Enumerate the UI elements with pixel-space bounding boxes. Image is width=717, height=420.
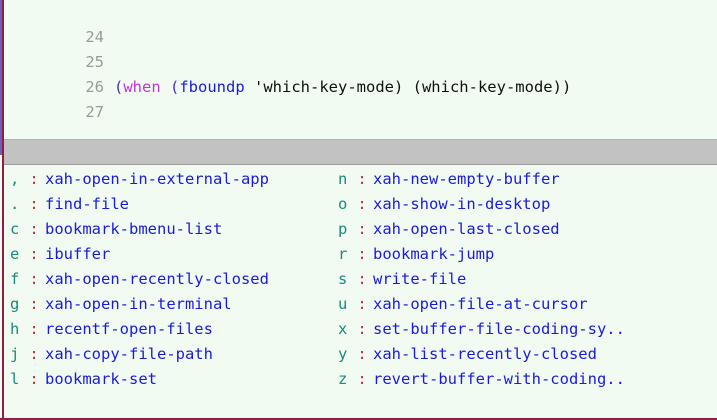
which-key-separator: :	[29, 345, 39, 363]
which-key-key: c	[10, 220, 20, 238]
which-key-binding[interactable]: l : bookmark-set	[10, 367, 360, 392]
code-line[interactable]: 27	[14, 75, 717, 121]
which-key-key: o	[338, 195, 348, 213]
which-key-key: z	[338, 370, 348, 388]
which-key-separator: :	[29, 220, 39, 238]
which-key-command[interactable]: write-file	[373, 270, 467, 288]
which-key-command[interactable]: xah-open-in-terminal	[45, 295, 232, 313]
line-number: 24	[85, 28, 104, 46]
which-key-binding[interactable]: g : xah-open-in-terminal	[10, 292, 360, 317]
code-buffer[interactable]: 24 25 26(when (fboundp 'which-key-mode) …	[14, 0, 717, 135]
which-key-key: f	[10, 270, 20, 288]
window-bottom-border	[0, 418, 717, 420]
which-key-key: g	[10, 295, 20, 313]
which-key-separator: :	[29, 320, 39, 338]
which-key-key: y	[338, 345, 348, 363]
which-key-right-column: n : xah-new-empty-buffer o : xah-show-in…	[338, 167, 688, 392]
which-key-binding[interactable]: f : xah-open-recently-closed	[10, 267, 360, 292]
which-key-command[interactable]: xah-list-recently-closed	[373, 345, 597, 363]
which-key-command[interactable]: bookmark-set	[45, 370, 157, 388]
code-token-keyword: when	[123, 78, 161, 96]
echo-area[interactable]: SPC c- [C-h paging/help]	[4, 395, 717, 420]
code-line[interactable]: 26(when (fboundp 'which-key-mode) (which…	[14, 50, 717, 96]
which-key-key: s	[338, 270, 348, 288]
which-key-key: p	[338, 220, 348, 238]
which-key-command[interactable]: xah-open-last-closed	[373, 220, 560, 238]
which-key-binding[interactable]: n : xah-new-empty-buffer	[338, 167, 688, 192]
which-key-separator: :	[29, 245, 39, 263]
which-key-separator: :	[357, 370, 367, 388]
code-line[interactable]: 25	[14, 25, 717, 71]
which-key-key: .	[10, 195, 20, 213]
which-key-command[interactable]: ibuffer	[45, 245, 111, 263]
line-number: 25	[85, 53, 104, 71]
which-key-separator: :	[29, 270, 39, 288]
which-key-binding[interactable]: z : revert-buffer-with-coding..	[338, 367, 688, 392]
window-left-accent-marker	[0, 0, 2, 155]
code-token-paren: (	[114, 78, 124, 96]
which-key-command[interactable]: bookmark-bmenu-list	[45, 220, 223, 238]
which-key-separator: :	[357, 345, 367, 363]
which-key-separator: :	[29, 195, 39, 213]
which-key-command[interactable]: xah-open-in-external-app	[45, 170, 269, 188]
which-key-key: h	[10, 320, 20, 338]
code-token-plain: 'which-key-mode) (which-key-mode))	[244, 78, 572, 96]
which-key-binding[interactable]: c : bookmark-bmenu-list	[10, 217, 360, 242]
which-key-command[interactable]: find-file	[45, 195, 129, 213]
which-key-command[interactable]: xah-new-empty-buffer	[373, 170, 560, 188]
code-line[interactable]: 24	[14, 0, 717, 46]
which-key-key: l	[10, 370, 20, 388]
window-left-border	[2, 0, 4, 420]
which-key-command[interactable]: xah-copy-file-path	[45, 345, 213, 363]
which-key-binding[interactable]: p : xah-open-last-closed	[338, 217, 688, 242]
which-key-command[interactable]: xah-open-recently-closed	[45, 270, 269, 288]
code-token-function: fboundp	[179, 78, 245, 96]
which-key-binding[interactable]: , : xah-open-in-external-app	[10, 167, 360, 192]
which-key-binding[interactable]: j : xah-copy-file-path	[10, 342, 360, 367]
which-key-separator: :	[357, 245, 367, 263]
which-key-command[interactable]: revert-buffer-with-coding..	[373, 370, 625, 388]
which-key-panel: , : xah-open-in-external-app . : find-fi…	[4, 167, 717, 395]
which-key-key: e	[10, 245, 20, 263]
which-key-key: x	[338, 320, 348, 338]
which-key-separator: :	[357, 220, 367, 238]
which-key-key: ,	[10, 170, 20, 188]
which-key-command[interactable]: recentf-open-files	[45, 320, 213, 338]
which-key-binding[interactable]: o : xah-show-in-desktop	[338, 192, 688, 217]
which-key-command[interactable]: set-buffer-file-coding-sy..	[373, 320, 625, 338]
which-key-command[interactable]: bookmark-jump	[373, 245, 495, 263]
which-key-separator: :	[29, 295, 39, 313]
which-key-separator: :	[357, 195, 367, 213]
which-key-command[interactable]: xah-open-file-at-cursor	[373, 295, 588, 313]
which-key-binding[interactable]: y : xah-list-recently-closed	[338, 342, 688, 367]
which-key-key: n	[338, 170, 348, 188]
which-key-separator: :	[357, 170, 367, 188]
code-token-paren: (	[160, 78, 180, 96]
mode-line[interactable]: cU(Unix)**- untitled<2> All L2 (XahElisp…	[4, 139, 717, 165]
which-key-key: r	[338, 245, 348, 263]
which-key-separator: :	[357, 270, 367, 288]
which-key-binding[interactable]: r : bookmark-jump	[338, 242, 688, 267]
line-number: 26	[85, 78, 104, 96]
which-key-left-column: , : xah-open-in-external-app . : find-fi…	[10, 167, 360, 392]
line-number: 27	[85, 103, 104, 121]
which-key-key: j	[10, 345, 20, 363]
which-key-binding[interactable]: h : recentf-open-files	[10, 317, 360, 342]
which-key-separator: :	[357, 320, 367, 338]
which-key-binding[interactable]: s : write-file	[338, 267, 688, 292]
which-key-command[interactable]: xah-show-in-desktop	[373, 195, 551, 213]
which-key-binding[interactable]: e : ibuffer	[10, 242, 360, 267]
which-key-key: u	[338, 295, 348, 313]
which-key-binding[interactable]: . : find-file	[10, 192, 360, 217]
which-key-binding[interactable]: u : xah-open-file-at-cursor	[338, 292, 688, 317]
which-key-binding[interactable]: x : set-buffer-file-coding-sy..	[338, 317, 688, 342]
which-key-separator: :	[357, 295, 367, 313]
which-key-separator: :	[29, 370, 39, 388]
which-key-separator: :	[29, 170, 39, 188]
